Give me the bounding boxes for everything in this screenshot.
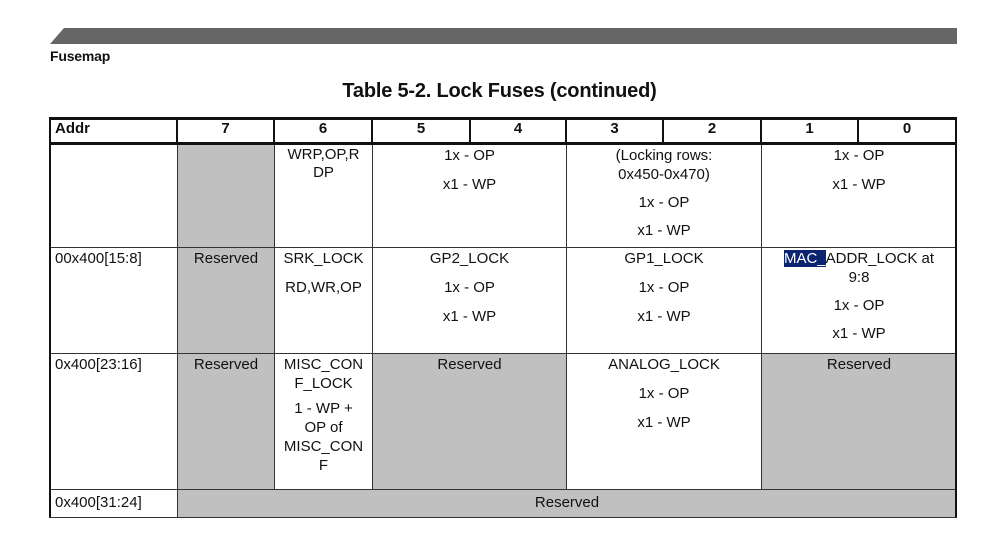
row4-bits7-0-reserved: Reserved	[178, 490, 957, 518]
header-bit-6: 6	[275, 117, 373, 145]
header-bit-5: 5	[373, 117, 471, 145]
row3-bit6-line3: 1 - WP +	[294, 400, 353, 417]
row3-bit6-line4: OP of	[304, 419, 343, 436]
header-bit-1: 1	[762, 117, 859, 145]
row2-bits5-4-line1: GP2_LOCK	[429, 250, 510, 267]
row2-bits1-0-line2: 9:8	[848, 269, 870, 286]
row2-bit6-line2: RD,WR,OP	[285, 279, 362, 296]
row1-bits5-4: 1x - OP x1 - WP	[373, 145, 567, 248]
row1-bits3-2-line4: x1 - WP	[637, 222, 691, 239]
row1-bits1-0: 1x - OP x1 - WP	[762, 145, 957, 248]
header-bit-7: 7	[178, 117, 275, 145]
row2-bits5-4: GP2_LOCK 1x - OP x1 - WP	[373, 248, 567, 354]
row1-bits3-2-line3: 1x - OP	[638, 194, 690, 211]
table-title: Table 5-2. Lock Fuses (continued)	[342, 80, 657, 102]
header-bit-2: 2	[664, 117, 762, 145]
row3-bit6-line2: F_LOCK	[294, 375, 353, 392]
row3-bits3-2-line3: x1 - WP	[637, 414, 691, 431]
row2-addr: 00x400[15:8]	[49, 248, 178, 354]
row3-bit6-line6: F	[318, 457, 329, 474]
row1-bit6-line2: DP	[313, 164, 334, 181]
row3-addr: 0x400[23:16]	[49, 354, 178, 490]
row3-bit6-line1: MISC_CON	[283, 356, 364, 373]
row2-bits3-2-line3: x1 - WP	[637, 308, 691, 325]
header-addr: Addr	[49, 117, 178, 145]
row2-bits1-0-rest: ADDR_LOCK at	[825, 250, 935, 267]
row2-bit6: SRK_LOCK RD,WR,OP	[275, 248, 373, 354]
banner-shape	[50, 28, 957, 44]
row2-bits1-0: MAC_ADDR_LOCK at 9:8 1x - OP x1 - WP	[762, 248, 957, 354]
header-banner	[50, 28, 957, 44]
row1-bits1-0-line1: 1x - OP	[833, 147, 885, 164]
header-bit-0: 0	[859, 117, 957, 145]
row2-bits3-2: GP1_LOCK 1x - OP x1 - WP	[567, 248, 762, 354]
row3-bit6-line5: MISC_CON	[283, 438, 364, 455]
row1-addr	[49, 145, 178, 248]
header-bit-3: 3	[567, 117, 664, 145]
row2-bit6-line1: SRK_LOCK	[283, 250, 364, 267]
header-bit-4: 4	[471, 117, 567, 145]
row3-bit6: MISC_CON F_LOCK 1 - WP + OP of MISC_CON …	[275, 354, 373, 490]
row2-bits5-4-line2: 1x - OP	[444, 279, 495, 296]
row2-bit7-reserved: Reserved	[178, 248, 275, 354]
row1-bits3-2-line1: (Locking rows:	[615, 147, 713, 164]
row3-bits5-4-reserved: Reserved	[373, 354, 567, 490]
row4-addr: 0x400[31:24]	[49, 490, 178, 518]
row2-bits1-0-line4: x1 - WP	[832, 325, 886, 342]
row3-bit7-reserved: Reserved	[178, 354, 275, 490]
row1-bits3-2: (Locking rows: 0x450-0x470) 1x - OP x1 -…	[567, 145, 762, 248]
lock-fuses-table: Addr 7 6 5 4 3 2 1 0 WRP,OP,R DP 1x - OP…	[49, 117, 957, 518]
row1-bits3-2-line2: 0x450-0x470)	[618, 166, 710, 183]
row3-bits3-2: ANALOG_LOCK 1x - OP x1 - WP	[567, 354, 762, 490]
row3-bits3-2-line2: 1x - OP	[638, 385, 690, 402]
row2-bits3-2-line1: GP1_LOCK	[624, 250, 704, 267]
row1-bit6-line1: WRP,OP,R	[287, 146, 360, 163]
row2-bits3-2-line2: 1x - OP	[638, 279, 690, 296]
selected-text[interactable]: MAC_	[783, 250, 826, 267]
row1-bit7-reserved	[178, 145, 275, 248]
row3-bits1-0-reserved: Reserved	[762, 354, 957, 490]
section-label: Fusemap	[50, 48, 111, 64]
row1-bits1-0-line2: x1 - WP	[832, 176, 886, 193]
row1-bit6: WRP,OP,R DP	[275, 145, 373, 248]
row2-bits1-0-line3: 1x - OP	[833, 297, 885, 314]
row3-bits3-2-line1: ANALOG_LOCK	[608, 356, 720, 373]
row1-bits5-4-line1: 1x - OP	[444, 147, 495, 164]
row2-bits5-4-line3: x1 - WP	[442, 308, 497, 325]
row1-bits5-4-line2: x1 - WP	[442, 176, 497, 193]
row2-bits1-0-line1: MAC_ADDR_LOCK at	[762, 249, 956, 268]
